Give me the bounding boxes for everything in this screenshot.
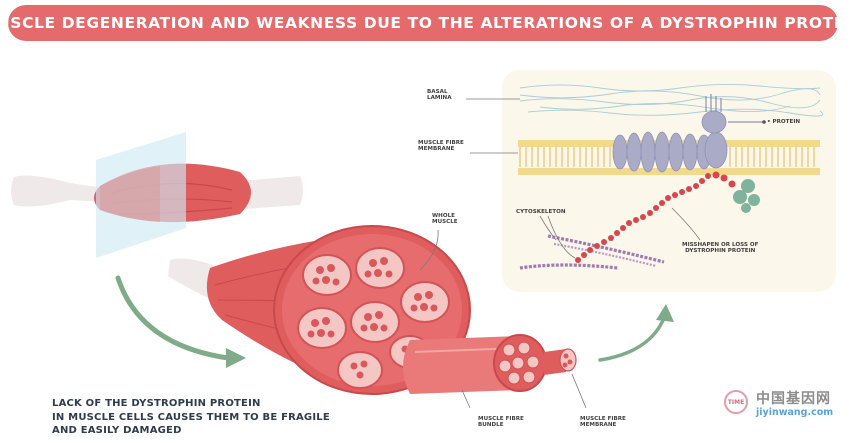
watermark-site-name: 中国基因网 — [756, 391, 831, 407]
watermark-logo-icon: TIME — [724, 390, 748, 414]
watermark: TIME 中国基因网 jiyinwang.com — [724, 388, 848, 422]
main-caption: LACK OF THE DYSTROPHIN PROTEIN IN MUSCLE… — [52, 398, 330, 436]
dystrophin-complex — [612, 110, 728, 173]
label-whole-muscle: WHOLE MUSCLE — [432, 213, 458, 226]
label-protein: • PROTEIN — [767, 119, 801, 125]
cytoskeleton-filaments-2 — [553, 242, 657, 268]
globular-proteins — [733, 179, 760, 213]
fibre-bundle — [403, 334, 577, 394]
label-basal-lamina: BASAL LAMINA — [427, 89, 452, 102]
label-cytoskeleton: CYTOSKELETON — [516, 209, 566, 215]
protein-dot — [762, 120, 766, 124]
dystrophin-chain — [575, 171, 736, 263]
protein-stalks — [705, 94, 764, 123]
label-misshapen: MISSHAPEN OR LOSS OF DYSTROPHIN PROTEIN — [682, 242, 759, 255]
muscle-fibre-membrane — [518, 140, 820, 175]
label-muscle-fibre-bundle: MUSCLE FIBRE BUNDLE — [478, 416, 524, 429]
curved-arrows — [115, 275, 666, 362]
label-muscle-fibre-membrane-bottom: MUSCLE FIBRE MEMBRANE — [580, 416, 626, 429]
detail-panel — [502, 70, 836, 292]
whole-muscle-small — [11, 132, 303, 258]
leader-lines — [419, 98, 701, 409]
arrow-head-right — [656, 304, 674, 322]
title-banner: MUSCLE DEGENERATION AND WEAKNESS DUE TO … — [0, 5, 850, 41]
basal-lamina — [519, 83, 824, 117]
banner-title: MUSCLE DEGENERATION AND WEAKNESS DUE TO … — [0, 14, 850, 32]
watermark-site-url: jiyinwang.com — [756, 407, 834, 418]
label-muscle-fibre-membrane-top: MUSCLE FIBRE MEMBRANE — [418, 140, 464, 153]
arrow-head-left — [226, 348, 246, 368]
cytoskeleton-filaments — [519, 234, 665, 270]
